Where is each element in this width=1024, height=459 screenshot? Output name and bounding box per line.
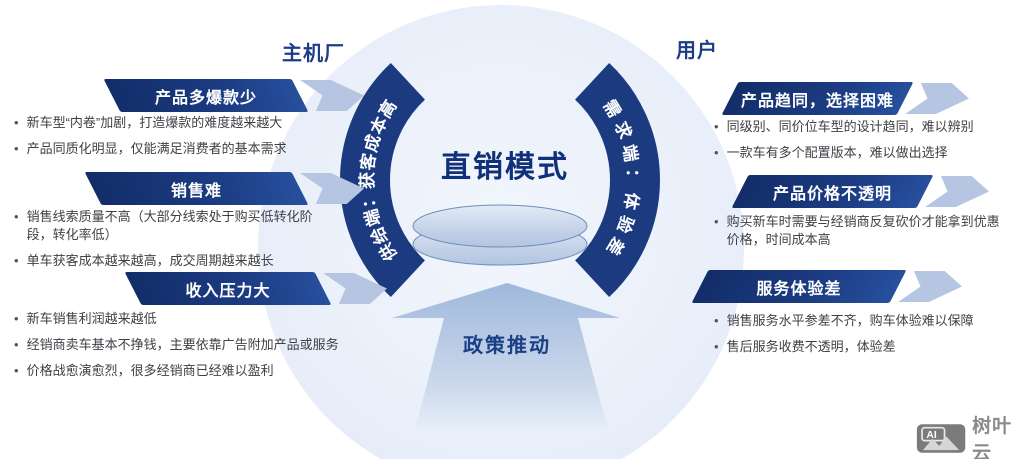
bullet-text: 购买新车时需要与经销商反复砍价才能拿到优惠价格，时间成本高 — [726, 214, 1000, 248]
bullet-dot-icon: • — [14, 363, 19, 379]
bullet-text: 价格战愈演愈烈，很多经销商已经难以盈利 — [26, 363, 274, 379]
bullet-text: 经销商卖车基本不挣钱，主要依靠广告附加产品或服务 — [26, 337, 339, 353]
bullets-left-3: • 新车销售利润越来越低 • 经销商卖车基本不挣钱，主要依靠广告附加产品或服务 … — [14, 310, 492, 389]
bullet-dot-icon: • — [14, 115, 19, 130]
bullet-text: 新车型“内卷”加剧，打造爆款的难度越来越大 — [26, 115, 283, 130]
banner-right-2: 产品价格不透明 — [731, 175, 925, 208]
bullet-item: • 销售线索质量不高（大部分线索处于购买低转化阶段，转化率低） — [14, 208, 314, 244]
bullet-dot-icon: • — [714, 214, 719, 229]
banner-title: 产品多爆款少 — [154, 89, 257, 107]
bullet-text: 新车销售利润越来越低 — [26, 311, 157, 326]
bullet-item: • 单车获客成本越来越高，成交周期越来越长 — [14, 252, 314, 270]
bullet-item: • 价格战愈演愈烈，很多经销商已经难以盈利 — [14, 362, 492, 380]
bullet-dot-icon: • — [714, 145, 719, 161]
bullet-text: 单车获客成本越来越高，成交周期越来越长 — [26, 253, 274, 269]
bullet-item: • 经销商卖车基本不挣钱，主要依靠广告附加产品或服务 — [14, 336, 492, 354]
banner-left-1: 产品多爆款少 — [103, 79, 300, 112]
bullet-dot-icon: • — [14, 311, 19, 326]
bullets-left-1: • 新车型“内卷”加剧，打造爆款的难度越来越大 • 产品同质化明显，仅能满足消费… — [14, 114, 328, 166]
actor-oem-label: 主机厂 — [282, 43, 345, 65]
bullet-dot-icon: • — [14, 253, 19, 269]
bullet-dot-icon: • — [14, 141, 19, 157]
bullet-text: 销售服务水平参差不齐，购车体验难以保障 — [726, 313, 974, 328]
bullet-text: 同级别、同价位车型的设计趋同，难以辨别 — [726, 119, 974, 134]
diagram-title: 直销模式 — [441, 151, 569, 184]
bullet-text: 一款车有多个配置版本，难以做出选择 — [726, 145, 948, 161]
banner-right-3: 服务体验差 — [691, 270, 898, 303]
banner-title: 销售难 — [170, 182, 222, 200]
policy-arrow — [392, 283, 620, 430]
watermark-brand: 树叶云 — [972, 416, 1013, 459]
bullet-dot-icon: • — [714, 313, 719, 328]
bullet-item: • 产品同质化明显，仅能满足消费者的基本需求 — [14, 140, 328, 158]
bullet-item: • 新车型“内卷”加剧，打造爆款的难度越来越大 — [14, 114, 328, 132]
bullets-right-3: • 销售服务水平参差不齐，购车体验难以保障 • 售后服务收费不透明，体验差 — [714, 312, 1014, 364]
bullet-dot-icon: • — [714, 339, 719, 355]
bullet-text: 产品同质化明显，仅能满足消费者的基本需求 — [26, 141, 287, 157]
bullet-item: • 新车销售利润越来越低 — [14, 310, 492, 328]
bullets-right-2: • 购买新车时需要与经销商反复砍价才能拿到优惠价格，时间成本高 — [714, 213, 1006, 257]
bullet-dot-icon: • — [14, 337, 19, 353]
watermark-logo-icon: AI — [916, 423, 966, 453]
bullet-item: • 售后服务收费不透明，体验差 — [714, 338, 1014, 356]
bullet-item: • 同级别、同价位车型的设计趋同，难以辨别 — [714, 118, 1014, 136]
bullet-dot-icon: • — [14, 209, 19, 224]
bullet-dot-icon: • — [714, 119, 719, 134]
disc-top — [412, 204, 588, 248]
banner-title: 收入压力大 — [185, 282, 271, 300]
banner-left-3: 收入压力大 — [124, 272, 323, 305]
banner-title: 服务体验差 — [756, 280, 842, 298]
policy-arrow-label: 政策推动 — [463, 335, 551, 357]
bullets-right-1: • 同级别、同价位车型的设计趋同，难以辨别 • 一款车有多个配置版本，难以做出选… — [714, 118, 1014, 170]
right-arc-band — [574, 63, 660, 297]
banner-right-1: 产品趋同，选择困难 — [721, 82, 905, 115]
watermark: AI 树叶云 — [916, 411, 1024, 459]
bullet-text: 销售线索质量不高（大部分线索处于购买低转化阶段，转化率低） — [26, 209, 313, 243]
left-arc-band — [340, 63, 426, 297]
banner-title: 产品趋同，选择困难 — [740, 92, 894, 110]
banner-left-2: 销售难 — [84, 172, 300, 205]
bullet-text: 售后服务收费不透明，体验差 — [726, 339, 896, 355]
bullet-item: • 购买新车时需要与经销商反复砍价才能拿到优惠价格，时间成本高 — [714, 213, 1006, 249]
bullet-item: • 销售服务水平参差不齐，购车体验难以保障 — [714, 312, 1014, 330]
actor-user-label: 用户 — [676, 40, 718, 62]
banner-title: 产品价格不透明 — [772, 185, 892, 203]
bullet-item: • 一款车有多个配置版本，难以做出选择 — [714, 144, 1014, 162]
watermark-logo-text: AI — [926, 430, 936, 441]
bullets-left-2: • 销售线索质量不高（大部分线索处于购买低转化阶段，转化率低） • 单车获客成本… — [14, 208, 314, 279]
